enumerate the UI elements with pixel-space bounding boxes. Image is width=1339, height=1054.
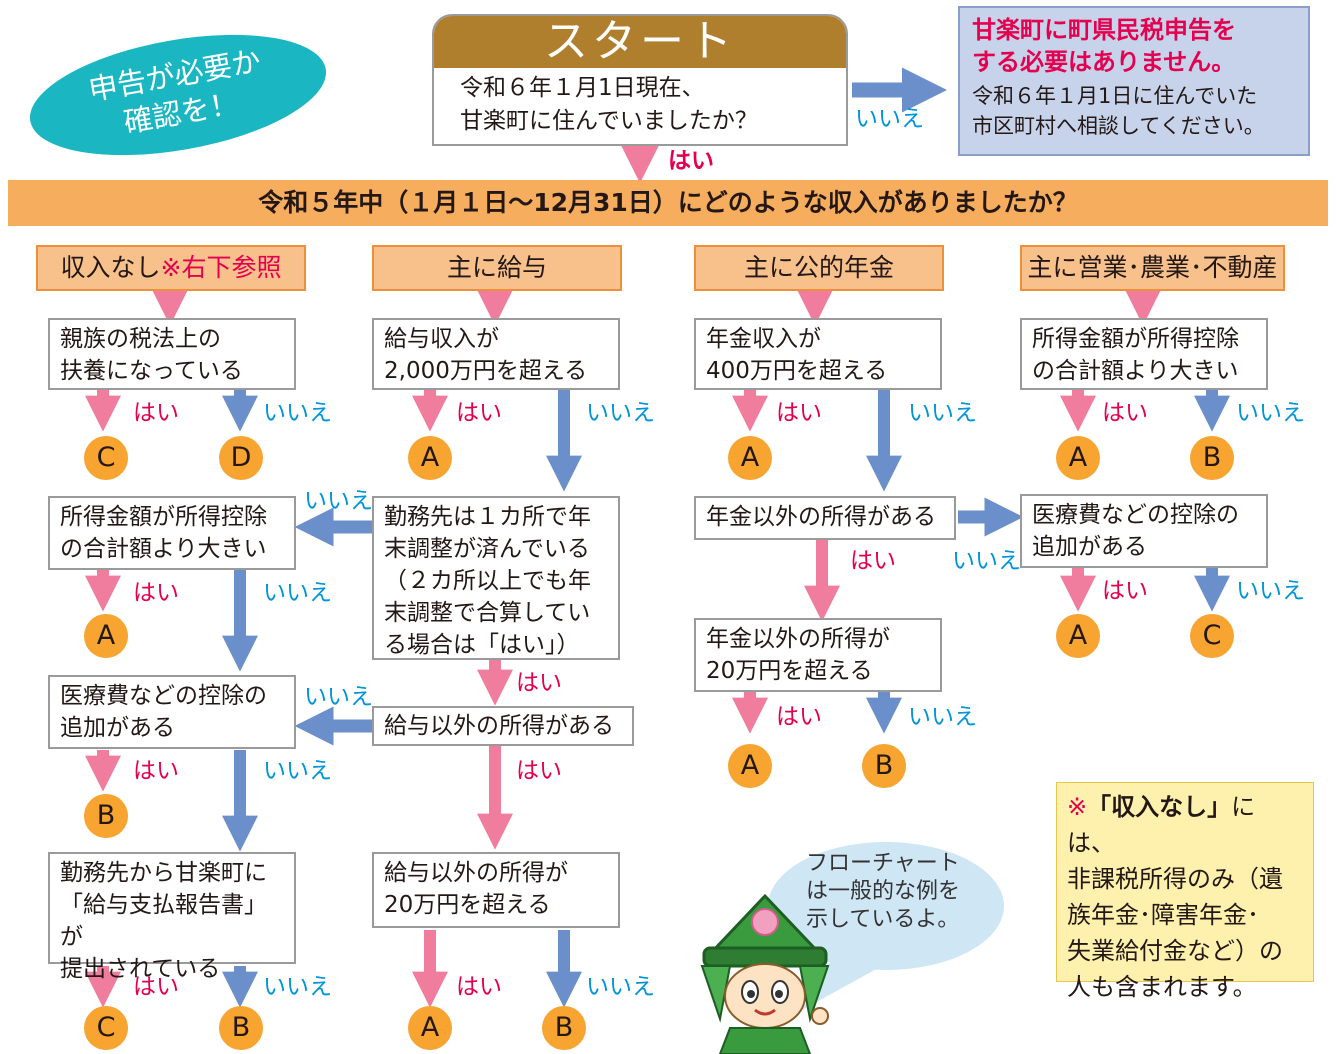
- note-mark: ※: [1067, 793, 1088, 821]
- result-a: A: [408, 436, 452, 480]
- col1-dependent-question: 親族の税法上の 扶養になっている: [48, 318, 296, 390]
- result-b: B: [84, 794, 128, 838]
- result-c: C: [84, 1006, 128, 1050]
- col4-q2-no: いいえ: [1236, 578, 1305, 604]
- col3-q3-no: いいえ: [908, 704, 977, 730]
- col3-non-pension-over-200k-question: 年金以外の所得が 20万円を超える: [694, 618, 942, 692]
- result-b: B: [1190, 436, 1234, 480]
- result-c: C: [84, 436, 128, 480]
- category-no-income-label: 収入なし: [60, 253, 161, 282]
- col1-q2-no: いいえ: [263, 580, 332, 606]
- col2-q4-yes: はい: [456, 974, 502, 1000]
- no-need-box: 甘楽町に町県民税申告を する必要はありません。 令和６年１月1日に住んでいた 市…: [958, 6, 1310, 156]
- col1-q3-no: いいえ: [263, 758, 332, 784]
- category-no-income-note: ※右下参照: [160, 253, 282, 282]
- start-yes-label: はい: [668, 148, 714, 174]
- start-title: スタート: [434, 16, 846, 68]
- col3-q1-no: いいえ: [908, 400, 977, 426]
- col2-salary-over-20m-question: 給与収入が 2,000万円を超える: [372, 318, 620, 390]
- result-b: B: [219, 1006, 263, 1050]
- no-income-note-heading: ※「収入なし」には、: [1067, 789, 1303, 861]
- result-a: A: [1056, 436, 1100, 480]
- result-b: B: [542, 1006, 586, 1050]
- no-need-title: 甘楽町に町県民税申告を する必要はありません。: [972, 16, 1236, 76]
- col4-q1-yes: はい: [1102, 400, 1148, 426]
- col2-q1-no: いいえ: [586, 400, 655, 426]
- speech-bubble-shape: [768, 842, 1004, 1010]
- col3-q3-yes: はい: [776, 704, 822, 730]
- col3-q1-yes: はい: [776, 400, 822, 426]
- result-a: A: [728, 744, 772, 788]
- result-a: A: [84, 614, 128, 658]
- category-pension: 主に公的年金: [694, 245, 944, 291]
- col2-q3-yes: はい: [516, 758, 562, 784]
- result-b: B: [862, 744, 906, 788]
- category-no-income: 収入なし※右下参照: [36, 245, 306, 291]
- col1-q3-yes: はい: [133, 758, 179, 784]
- col2-q3-no: いいえ: [304, 684, 373, 710]
- category-business: 主に営業･農業･不動産: [1020, 245, 1285, 291]
- col3-non-pension-income-question: 年金以外の所得がある: [694, 496, 956, 540]
- start-no-label: いいえ: [855, 106, 924, 132]
- note-title: 「収入なし」: [1087, 793, 1232, 821]
- col3-pension-over-4m-question: 年金収入が 400万円を超える: [694, 318, 942, 390]
- col1-income-vs-deduction-question: 所得金額が所得控除 の合計額より大きい: [48, 496, 296, 570]
- col4-medical-deduction-question: 医療費などの控除の 追加がある: [1020, 494, 1268, 568]
- col1-salary-report-question: 勤務先から甘楽町に 「給与支払報告書」が 提出されている: [48, 852, 296, 982]
- col2-year-end-adjustment-question: 勤務先は１カ所で年 末調整が済んでいる （２カ所以上でも年 末調整で合算してい …: [372, 496, 620, 660]
- note-text2: 非課税所得のみ（遺 族年金･障害年金･ 失業給付金など）の 人も含まれます。: [1067, 865, 1283, 1001]
- col2-q2-no: いいえ: [304, 488, 373, 514]
- income-question: 令和５年中（１月１日～12月31日）にどのような収入がありましたか？: [258, 188, 1078, 217]
- result-a: A: [728, 436, 772, 480]
- col1-q1-yes: はい: [133, 400, 179, 426]
- col3-q2-no: いいえ: [952, 548, 1021, 574]
- category-salary: 主に給与: [372, 245, 622, 291]
- result-a: A: [408, 1006, 452, 1050]
- col4-q2-yes: はい: [1102, 578, 1148, 604]
- col1-q4-no: いいえ: [263, 974, 332, 1000]
- income-question-band: 令和５年中（１月１日～12月31日）にどのような収入がありましたか？: [8, 180, 1328, 226]
- no-need-body: 令和６年１月1日に住んでいた 市区町村へ相談してください。: [972, 84, 1265, 138]
- col1-medical-deduction-question: 医療費などの控除の 追加がある: [48, 675, 296, 749]
- start-question: 令和６年１月1日現在、 甘楽町に住んでいましたか？: [460, 75, 758, 134]
- start-box: スタート 令和６年１月1日現在、 甘楽町に住んでいましたか？: [432, 14, 848, 146]
- speech-bubble-text: フローチャート は一般的な例を 示しているよ。: [806, 851, 961, 932]
- col1-q4-yes: はい: [133, 974, 179, 1000]
- col1-q2-yes: はい: [133, 580, 179, 606]
- col2-other-income-over-200k-question: 給与以外の所得が 20万円を超える: [372, 852, 620, 928]
- result-d: D: [219, 436, 263, 480]
- col4-q1-no: いいえ: [1236, 400, 1305, 426]
- col2-other-income-question: 給与以外の所得がある: [372, 706, 634, 746]
- result-c: C: [1190, 614, 1234, 658]
- col2-q4-no: いいえ: [586, 974, 655, 1000]
- no-income-note-box: ※「収入なし」には、 非課税所得のみ（遺 族年金･障害年金･ 失業給付金など）の…: [1056, 782, 1314, 1001]
- mascot-illustration: [700, 893, 830, 1054]
- col2-q2-yes: はい: [516, 670, 562, 696]
- note-text1: には、: [1067, 793, 1256, 857]
- col3-q2-yes: はい: [850, 548, 896, 574]
- col2-q1-yes: はい: [456, 400, 502, 426]
- result-a: A: [1056, 614, 1100, 658]
- col4-income-vs-deduction-question: 所得金額が所得控除 の合計額より大きい: [1020, 318, 1268, 390]
- col1-q1-no: いいえ: [263, 400, 332, 426]
